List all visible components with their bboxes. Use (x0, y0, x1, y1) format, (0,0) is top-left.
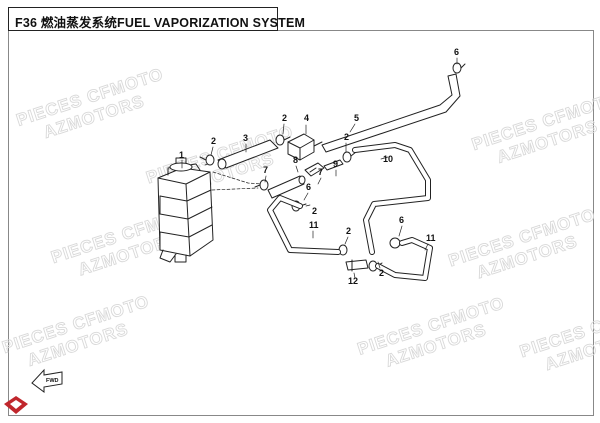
callout-label: 6 (454, 47, 459, 57)
hose-part-11 (267, 195, 433, 281)
callout-label: 3 (243, 133, 248, 143)
connector-part-8 (304, 159, 344, 177)
callout-label: 9 (333, 159, 338, 169)
diagram-code: F36 (15, 16, 38, 30)
callout-label: 11 (309, 220, 319, 230)
callout-label: 11 (426, 233, 436, 243)
watermarks: PIECES CFMOTO AZMOTORS PIECES CFMOTO AZM… (0, 64, 600, 375)
fwd-label: FWD (46, 378, 59, 384)
canister-part (157, 157, 214, 263)
callout-label: 6 (306, 182, 311, 192)
hose-part-10 (352, 142, 431, 255)
callout-label: 2 (312, 206, 317, 216)
callout-label: 2 (282, 113, 287, 123)
callout-label: 10 (383, 154, 393, 164)
callout-label: 2 (346, 226, 351, 236)
callout-label: 2 (344, 132, 349, 142)
callout-label: 6 (399, 215, 404, 225)
hose-part-3 (217, 139, 279, 170)
diagram-title-text: 燃油蒸发系统FUEL VAPORIZATION SYSTEM (40, 16, 306, 30)
callout-label: 5 (354, 113, 359, 123)
fwd-arrow-icon: FWD (31, 368, 63, 393)
callout-leaders (181, 57, 458, 279)
callout-label: 4 (304, 113, 309, 123)
callout-label: 1 (179, 150, 184, 160)
connector-part-12 (345, 259, 369, 272)
hose-part-5 (321, 73, 461, 153)
callout-label: 2 (379, 268, 384, 278)
callout-numbers: 1 2 3 2 4 5 6 7 8 2 7 9 10 6 11 2 11 12 … (179, 47, 459, 286)
brand-logo-icon (4, 396, 28, 414)
diagram-title: F36 燃油蒸发系统FUEL VAPORIZATION SYSTEM (15, 12, 305, 31)
callout-label: 12 (348, 276, 358, 286)
callout-label: 2 (211, 136, 216, 146)
callout-label: 7 (263, 165, 268, 175)
callout-label: 8 (293, 155, 298, 165)
valve-part-4 (287, 133, 323, 161)
title-box: F36 燃油蒸发系统FUEL VAPORIZATION SYSTEM (8, 7, 305, 31)
callout-label: 7 (318, 167, 323, 177)
hose-part-7 (267, 175, 306, 199)
